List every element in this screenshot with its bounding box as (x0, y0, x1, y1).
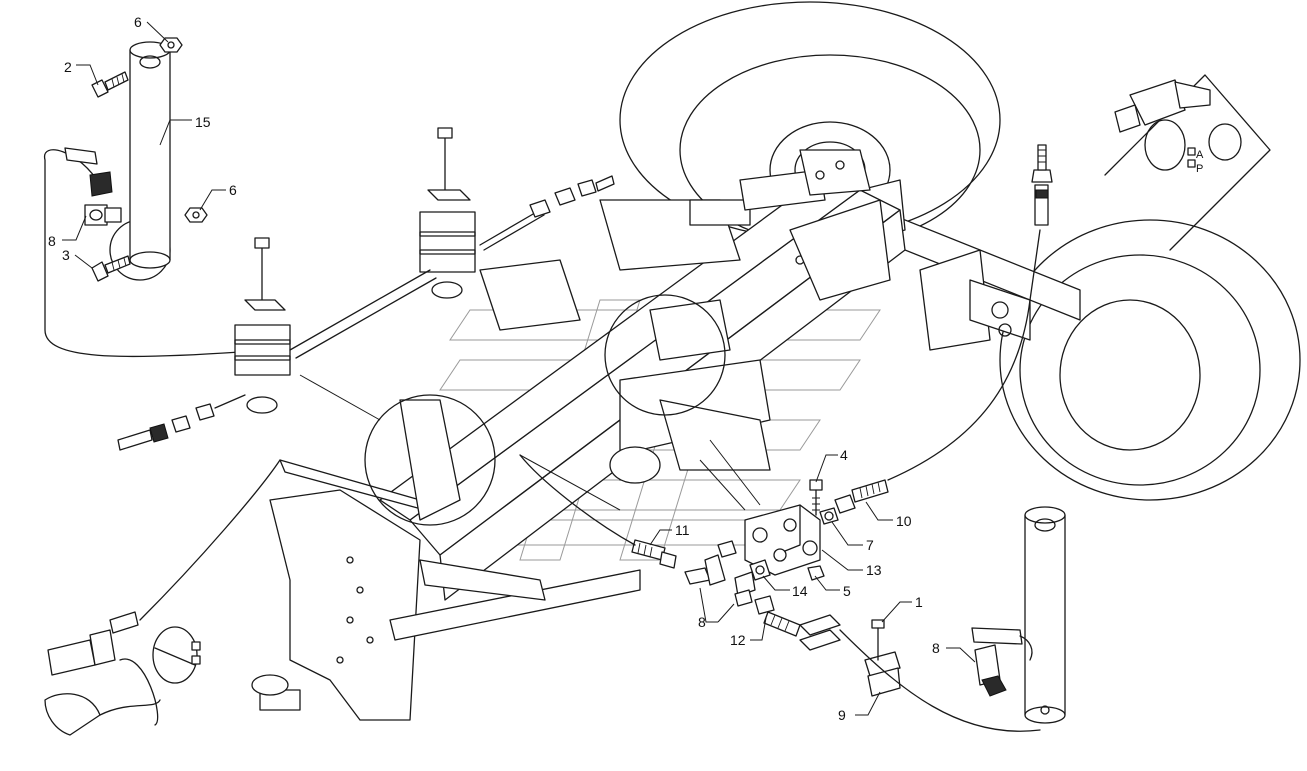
hose-11 (519, 454, 677, 569)
callout-6-mid: 6 (229, 182, 237, 198)
hose-12 (754, 595, 801, 637)
callout-labels: 6 2 15 6 8 3 4 10 7 13 5 14 11 8 12 1 8 … (48, 14, 1204, 723)
leader-lines (62, 21, 976, 716)
detail-circles (109, 219, 726, 526)
callout-6-top: 6 (134, 14, 142, 30)
clamp-9 (799, 614, 1041, 732)
callout-10: 10 (896, 513, 912, 529)
callout-8-right: 8 (932, 640, 940, 656)
hose-left (44, 147, 241, 358)
hose-front (139, 459, 281, 621)
callout-5: 5 (843, 583, 851, 599)
fitting-14 (749, 559, 771, 581)
clamp-mid (419, 127, 476, 299)
nut-5 (807, 565, 825, 581)
rigid-pipe (289, 209, 545, 359)
clamp-left (234, 237, 291, 414)
callout-2: 2 (64, 59, 72, 75)
callout-12: 12 (730, 632, 746, 648)
callout-3: 3 (62, 247, 70, 263)
coupler-detail-right (1104, 74, 1271, 251)
callout-4: 4 (840, 447, 848, 463)
nut-6-top (159, 37, 183, 53)
hose-10 (834, 144, 1053, 514)
bolt-4 (809, 479, 823, 516)
elbow-fitting-8-right (971, 627, 1033, 697)
callout-13: 13 (866, 562, 882, 578)
fitting-7 (819, 507, 839, 525)
chassis-frame (379, 149, 906, 601)
callout-8-left: 8 (48, 233, 56, 249)
nut-6-mid (184, 207, 208, 223)
quick-coupler-left (44, 611, 201, 736)
fittings-upper (529, 175, 615, 218)
bolt-3 (91, 255, 131, 282)
callout-7: 7 (866, 537, 874, 553)
right-cylinder (1024, 506, 1066, 724)
bolt-2 (91, 71, 129, 98)
callout-11: 11 (675, 522, 690, 538)
callout-8-mid: 8 (698, 614, 706, 630)
left-cylinder-15 (129, 41, 171, 269)
callout-1: 1 (915, 594, 923, 610)
coupler-mark-a: A (1196, 149, 1204, 161)
fittings-lower-left (117, 394, 246, 451)
elbow-fitting-8-left (84, 204, 122, 226)
coupler-mark-p: P (1196, 163, 1203, 175)
drawbar (251, 399, 641, 721)
valve-block-13 (744, 504, 821, 576)
callout-14: 14 (792, 583, 808, 599)
callout-15: 15 (195, 114, 211, 130)
callout-9: 9 (838, 707, 846, 723)
right-wheel (999, 219, 1301, 501)
elbow-fitting-8-mid (684, 540, 756, 607)
